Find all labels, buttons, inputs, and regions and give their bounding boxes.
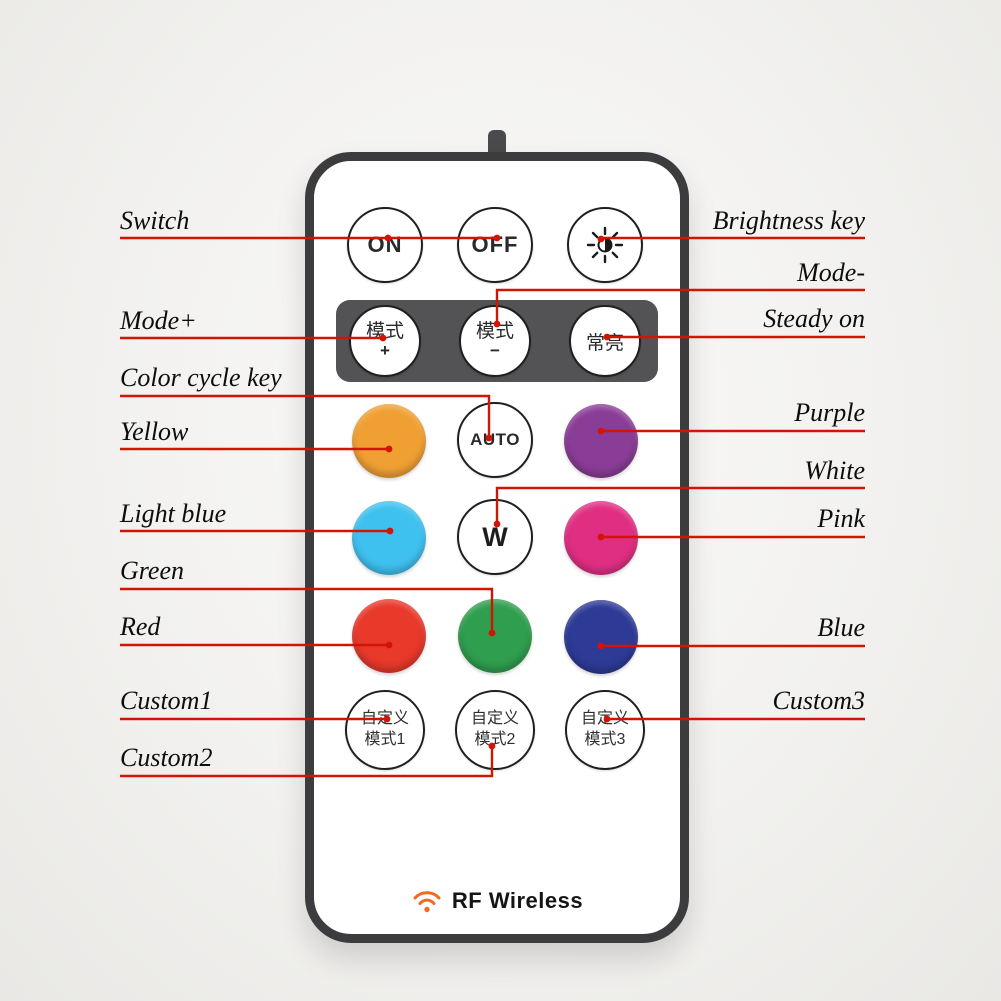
- brightness-icon: [583, 223, 627, 267]
- auto-button-label: AUTO: [470, 430, 520, 449]
- yellow-color-button[interactable]: [352, 404, 426, 478]
- rf-remote-control: ON OFF: [305, 152, 689, 943]
- auto-button[interactable]: AUTO: [457, 402, 533, 478]
- label-custom3: Custom3: [772, 686, 865, 715]
- mode-minus-sign: −: [490, 341, 500, 361]
- steady-on-label: 常亮: [585, 332, 624, 354]
- brightness-button[interactable]: [567, 207, 643, 283]
- label-purple: Purple: [794, 398, 865, 427]
- white-color-button[interactable]: W: [457, 499, 533, 575]
- label-mode-minus: Mode-: [797, 258, 865, 287]
- label-custom1: Custom1: [120, 686, 213, 715]
- label-custom2: Custom2: [120, 743, 213, 772]
- custom1-line2: 模式1: [364, 731, 406, 748]
- on-button-label: ON: [367, 232, 403, 257]
- steady-on-button[interactable]: 常亮: [569, 305, 641, 377]
- green-color-button[interactable]: [458, 599, 532, 673]
- custom2-line2: 模式2: [474, 731, 516, 748]
- custom1-button[interactable]: 自定义 模式1: [345, 690, 425, 770]
- mode-plus-button[interactable]: 模式 +: [349, 305, 421, 377]
- custom2-button[interactable]: 自定义 模式2: [455, 690, 535, 770]
- pink-color-button[interactable]: [564, 501, 638, 575]
- custom1-line1: 自定义: [360, 710, 409, 728]
- label-brightness-key: Brightness key: [712, 206, 865, 235]
- label-light-blue: Light blue: [120, 499, 227, 528]
- off-button[interactable]: OFF: [457, 207, 533, 283]
- label-switch: Switch: [120, 206, 190, 235]
- remote-top-nub: [488, 130, 506, 158]
- on-button[interactable]: ON: [347, 207, 423, 283]
- mode-minus-label: 模式: [475, 321, 514, 343]
- label-red: Red: [120, 612, 161, 641]
- label-color-cycle-key: Color cycle key: [120, 363, 282, 392]
- wifi-icon: [411, 887, 443, 915]
- lightblue-color-button[interactable]: [352, 501, 426, 575]
- off-button-label: OFF: [471, 232, 519, 257]
- custom2-line1: 自定义: [470, 710, 519, 728]
- red-color-button[interactable]: [352, 599, 426, 673]
- white-button-label: W: [482, 521, 508, 552]
- label-yellow: Yellow: [120, 417, 189, 446]
- brand-text: RF Wireless: [451, 888, 584, 913]
- custom3-button[interactable]: 自定义 模式3: [565, 690, 645, 770]
- mode-plus-sign: +: [380, 341, 390, 361]
- label-steady-on: Steady on: [763, 304, 865, 333]
- custom3-line2: 模式3: [584, 731, 626, 748]
- custom3-line1: 自定义: [580, 710, 629, 728]
- mode-plus-label: 模式: [365, 321, 404, 343]
- blue-color-button[interactable]: [564, 600, 638, 674]
- label-pink: Pink: [817, 504, 865, 533]
- label-green: Green: [120, 556, 185, 585]
- purple-color-button[interactable]: [564, 404, 638, 478]
- brand-row: RF Wireless: [314, 887, 680, 915]
- label-white: White: [804, 456, 865, 485]
- label-mode-plus: Mode+: [120, 306, 197, 335]
- label-blue: Blue: [817, 613, 865, 642]
- mode-minus-button[interactable]: 模式 −: [459, 305, 531, 377]
